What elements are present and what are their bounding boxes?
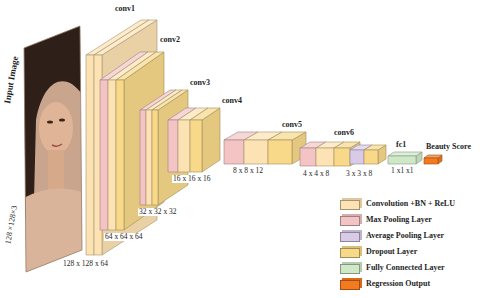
- legend-swatch: [340, 280, 360, 290]
- layer-face: [116, 80, 124, 230]
- legend-text: Average Pooling Layer: [366, 232, 444, 241]
- layer-name: fc1: [396, 141, 406, 150]
- layer-face: [364, 145, 386, 150]
- layer-name: conv4: [222, 97, 242, 106]
- layer-face: [350, 150, 364, 164]
- legend-swatch: [340, 216, 360, 226]
- layer-face: [244, 140, 268, 164]
- legend-swatch: [340, 264, 360, 274]
- layer-face: [108, 80, 116, 230]
- legend-swatch: [340, 232, 360, 242]
- layer-face: [140, 110, 146, 205]
- layer-size: 3 x 3 x 8: [345, 170, 373, 178]
- output-name: Beauty Score: [426, 143, 471, 152]
- layer-face: [316, 148, 334, 166]
- layer-face: [190, 108, 220, 120]
- layer-face: [146, 110, 152, 205]
- input-size: 128 ×128×3: [4, 205, 19, 245]
- legend-text: Dropout Layer: [366, 248, 417, 257]
- layer-size: 64 x 64 x 64: [104, 233, 144, 241]
- legend-swatch: [340, 248, 360, 258]
- layer-size: 16 x 16 x 16: [172, 175, 212, 183]
- layer-face: [94, 20, 157, 55]
- layer-face: [100, 80, 108, 230]
- layer-face: [364, 150, 378, 164]
- layer-face: [152, 110, 158, 205]
- layer-name: conv5: [282, 121, 302, 130]
- layer-size: 128 x 128 x 64: [62, 260, 109, 268]
- legend-text: Regression Output: [366, 280, 430, 289]
- layer-name: conv6: [334, 129, 354, 138]
- input-title: Input Image: [3, 56, 21, 105]
- layer-face: [190, 120, 202, 172]
- layer-face: [86, 55, 94, 255]
- legend-text: Max Pooling Layer: [366, 216, 432, 225]
- legend-swatch: [340, 200, 360, 210]
- layer-face: [334, 148, 350, 166]
- face-photo: [20, 20, 90, 280]
- layer-face: [268, 140, 292, 164]
- layer-face: [300, 148, 316, 166]
- layer-name: conv2: [160, 36, 180, 45]
- layer-face: [178, 120, 190, 172]
- layer-face: [152, 90, 188, 110]
- layer-size: 4 x 4 x 8: [302, 170, 330, 178]
- layer-face: [124, 52, 164, 230]
- layer-face: [116, 52, 164, 80]
- legend-text: Fully Connected Layer: [366, 264, 445, 273]
- layer-face: [168, 120, 178, 172]
- layer-size: 1 x1 x1: [390, 167, 415, 175]
- layer-name: conv1: [115, 5, 135, 14]
- layer-face: [388, 156, 416, 164]
- layer-face: [268, 132, 306, 140]
- legend-text: Convolution +BN + ReLU: [366, 200, 455, 209]
- layer-face: [424, 155, 442, 158]
- layer-face: [224, 140, 244, 164]
- layer-size: 32 x 32 x 32: [138, 208, 178, 216]
- layer-face: [388, 152, 422, 156]
- layer-face: [424, 158, 438, 164]
- layer-name: conv3: [190, 79, 210, 88]
- layer-size: 8 x 8 x 12: [232, 167, 264, 175]
